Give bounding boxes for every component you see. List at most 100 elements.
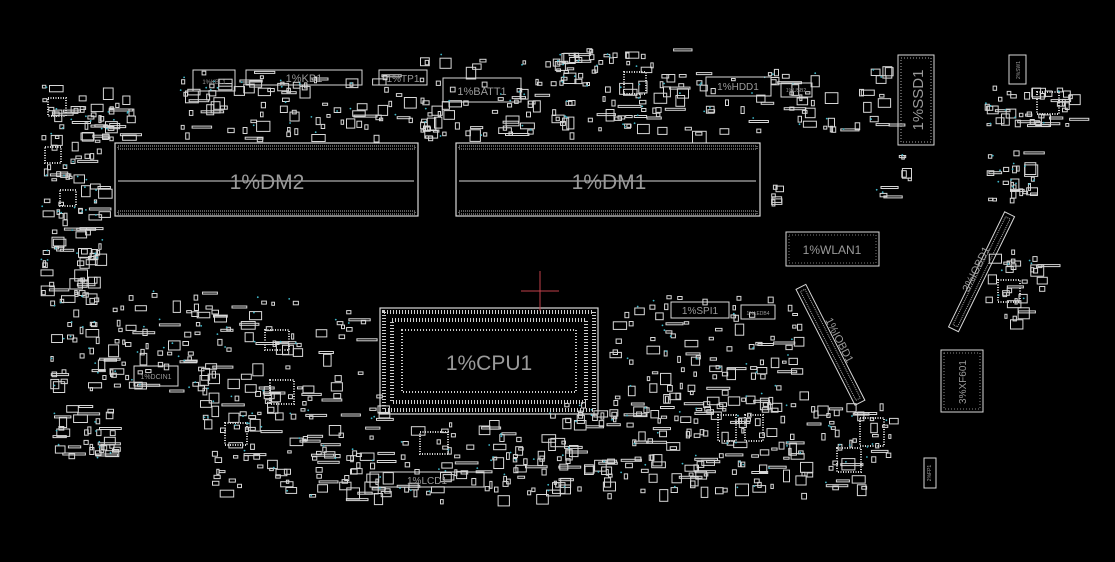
smd-part [377,104,389,116]
component-dcin1[interactable]: 1%DCIN1 [133,365,179,387]
smd-part [277,82,290,92]
smd-part [116,319,121,327]
smd-part [443,110,455,120]
component-xf601[interactable]: 3%XF601 [940,349,984,413]
component-sw1[interactable]: 2%SW1 [1008,54,1027,85]
smd-part [239,79,263,83]
smd-part [863,101,872,113]
smd-part [382,472,394,485]
smd-part [531,487,536,493]
via-dot [69,335,72,338]
component-dm2[interactable]: 1%DM2 [114,142,419,217]
component-ledb4[interactable]: 1%LEDB4 [740,304,776,320]
via-dot [72,160,74,163]
smd-part [802,120,817,128]
via-dot [212,400,215,403]
via-dot [230,395,233,398]
smd-part [600,412,605,420]
smd-part [502,120,520,124]
smd-part [846,403,857,413]
smd-part [125,324,137,331]
smd-part [1032,256,1038,262]
smd-part [879,192,888,198]
via-dot [791,338,793,341]
component-batt1[interactable]: 1%BATT1 [442,77,522,103]
via-dot [532,458,535,460]
smd-part [40,269,54,277]
via-dot [94,252,97,255]
via-dot [785,404,788,407]
via-dot [310,116,313,118]
via-dot [565,100,568,102]
smd-part [376,417,394,421]
smd-part [333,107,342,114]
via-dot [652,299,655,302]
via-dot [547,489,550,492]
smd-part [536,494,549,505]
component-fp1[interactable]: 2%FP1 [923,457,937,489]
smd-part [686,428,692,437]
smd-part [370,462,376,470]
via-dot [1014,116,1016,119]
via-dot [85,115,87,118]
smd-part [211,405,220,418]
smd-part [74,289,78,295]
via-dot [200,325,203,327]
smd-part [99,427,122,430]
smd-part [539,455,545,462]
smd-part [317,460,340,464]
smd-part [73,174,85,184]
smd-part [420,97,425,104]
component-spi1[interactable]: 1%SPI1 [670,301,730,319]
component-wlan1[interactable]: 1%WLAN1 [785,231,880,267]
smd-part [193,303,199,312]
smd-part [497,97,504,101]
smd-part [330,382,343,392]
smd-part [1003,166,1010,172]
smd-part [202,387,208,396]
component-usb2[interactable]: 1%USB2 [780,82,813,98]
smd-part [606,423,621,427]
via-dot [753,485,756,487]
via-dot [681,462,684,465]
component-dm1[interactable]: 1%DM1 [455,142,761,217]
smd-part [341,324,345,330]
smd-part [63,212,68,221]
component-tp1[interactable]: 1%TP1 [378,69,428,86]
via-dot [603,460,606,463]
smd-part [555,116,560,122]
smd-part [507,103,513,108]
smd-part [626,60,631,66]
smd-part [260,111,264,118]
via-dot [373,415,376,418]
component-ssd1[interactable]: 1%SSD1 [897,54,935,146]
ic-package [224,422,248,446]
smd-part [320,443,341,447]
component-kb1[interactable]: 1%KB1 [245,69,363,86]
smd-part [226,347,232,352]
via-dot [735,441,737,444]
component-lcd1[interactable]: 1%LCD1 [369,471,485,488]
via-dot [41,205,44,208]
smd-part [825,484,849,488]
smd-part [122,339,126,345]
via-dot [737,414,739,417]
component-cpu1[interactable]: 1%CPU1 [379,307,599,415]
via-dot [143,325,145,328]
smd-part [875,123,890,127]
via-dot [633,122,636,125]
smd-part [388,100,393,108]
smd-part [259,75,264,80]
via-dot [351,448,354,451]
smd-part [108,344,120,358]
smd-part [611,411,618,420]
smd-part [102,375,107,380]
smd-part [1030,192,1038,196]
smd-part [321,398,343,402]
smd-part [1006,260,1022,267]
component-hdd1[interactable]: 1%HDD1 [705,76,772,97]
smd-part [323,353,332,367]
via-dot [106,127,108,130]
component-kbl1[interactable]: 1%KBL1 [192,69,236,92]
smd-part [675,95,686,107]
